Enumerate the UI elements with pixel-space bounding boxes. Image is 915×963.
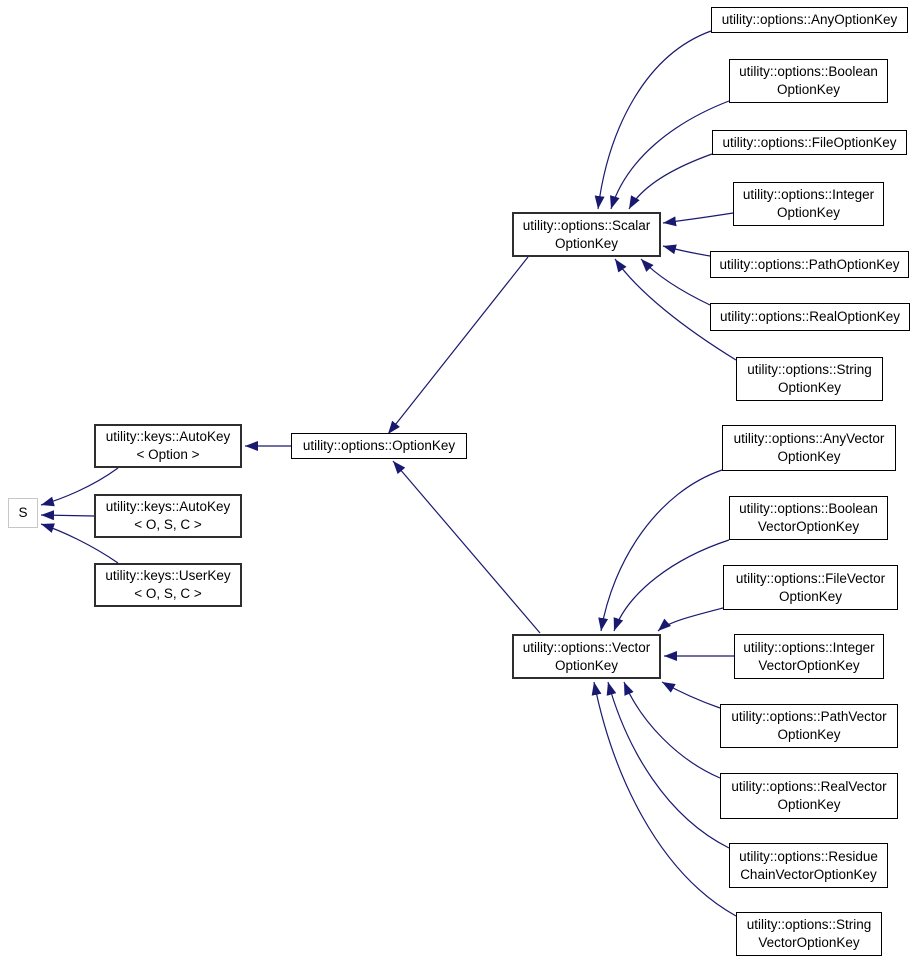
node-userkey-osc[interactable]: utility::keys::UserKey < O, S, C > [94, 563, 242, 607]
node-optionkey[interactable]: utility::options::OptionKey [291, 433, 467, 459]
node-string-optionkey[interactable]: utility::options::String OptionKey [736, 357, 883, 401]
edge-realvector-to-vector [623, 681, 721, 779]
edge-file-to-scalar [628, 153, 713, 210]
edge-pathvector-to-vector [661, 681, 721, 709]
node-filevector-optionkey[interactable]: utility::options::FileVector OptionKey [723, 565, 898, 610]
node-integervector-optionkey[interactable]: utility::options::Integer VectorOptionKe… [734, 634, 884, 679]
edge-real-to-scalar [640, 258, 711, 306]
node-pathvector-optionkey[interactable]: utility::options::PathVector OptionKey [720, 704, 898, 748]
edge-autokey-osc-to-s [40, 510, 95, 521]
edge-stringvector-to-vector [591, 681, 737, 917]
edge-autokey-option-to-s [40, 467, 119, 507]
node-scalar-optionkey[interactable]: utility::options::Scalar OptionKey [512, 212, 661, 257]
edge-booleanvector-to-vector [613, 539, 730, 632]
edge-anyvector-to-vector [598, 469, 723, 632]
node-booleanvector-optionkey[interactable]: utility::options::Boolean VectorOptionKe… [729, 496, 888, 540]
edge-path-to-scalar [662, 244, 711, 257]
node-stringvector-optionkey[interactable]: utility::options::String VectorOptionKey [736, 912, 882, 956]
node-integer-optionkey[interactable]: utility::options::Integer OptionKey [733, 182, 884, 226]
edge-filevector-to-vector [657, 607, 724, 632]
node-any-optionkey[interactable]: utility::options::AnyOptionKey [711, 7, 908, 33]
node-path-optionkey[interactable]: utility::options::PathOptionKey [710, 251, 909, 278]
node-realvector-optionkey[interactable]: utility::options::RealVector OptionKey [720, 773, 898, 819]
node-residuechainvector-optionkey[interactable]: utility::options::Residue ChainVectorOpt… [729, 843, 888, 888]
node-autokey-option[interactable]: utility::keys::AutoKey < Option > [94, 424, 242, 468]
node-anyvector-optionkey[interactable]: utility::options::AnyVector OptionKey [722, 425, 896, 471]
edge-userkey-osc-to-s [40, 523, 119, 564]
edge-any-to-scalar [594, 30, 712, 210]
node-autokey-osc[interactable]: utility::keys::AutoKey < O, S, C > [94, 494, 242, 538]
node-s: S [8, 498, 38, 528]
edge-scalar-to-optionkey [387, 256, 529, 435]
edge-residuechainvector-to-vector [606, 681, 730, 849]
node-boolean-optionkey[interactable]: utility::options::Boolean OptionKey [729, 59, 888, 103]
edge-string-to-scalar [614, 258, 737, 361]
node-vector-optionkey[interactable]: utility::options::Vector OptionKey [512, 634, 661, 679]
edge-boolean-to-scalar [610, 100, 730, 210]
node-real-optionkey[interactable]: utility::options::RealOptionKey [710, 303, 910, 331]
node-file-optionkey[interactable]: utility::options::FileOptionKey [712, 130, 907, 155]
edge-integer-to-scalar [662, 212, 734, 227]
edge-vector-to-optionkey [392, 460, 541, 634]
